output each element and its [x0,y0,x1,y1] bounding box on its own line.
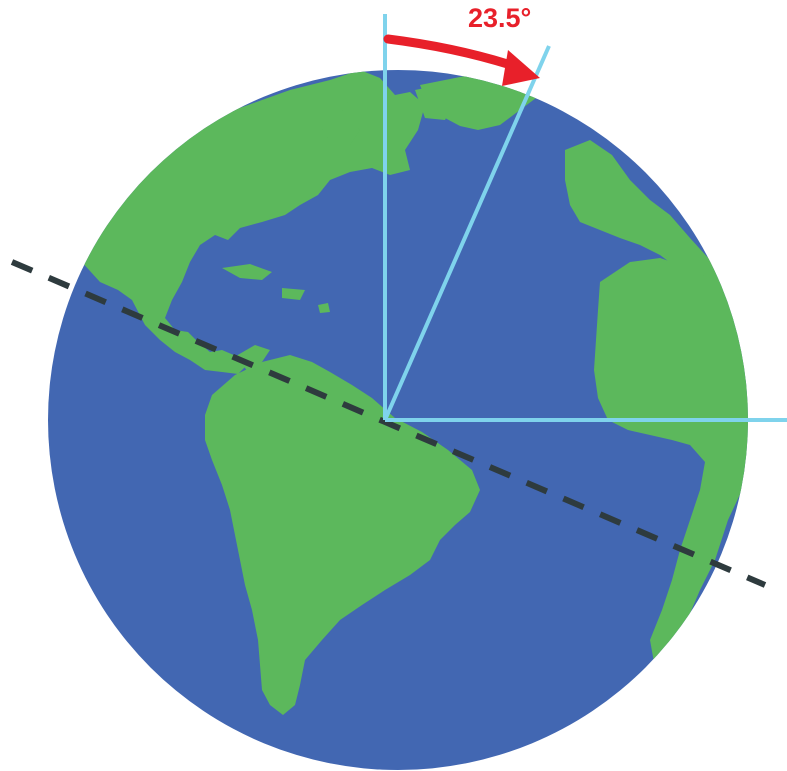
central-america [236,345,270,372]
caribbean-islands [222,264,330,313]
south-america [205,355,480,715]
arctic-islands [300,85,530,145]
equator-dashed-line [10,259,767,588]
continents [80,70,748,715]
greenland [420,75,540,130]
tilt-arrow [383,34,525,73]
tilted-axis-line [383,45,551,421]
africa [594,258,748,668]
north-america [80,70,425,374]
tilt-angle-label: 23.5° [468,3,531,33]
tilt-arrowhead [502,50,540,86]
europe [565,140,725,290]
